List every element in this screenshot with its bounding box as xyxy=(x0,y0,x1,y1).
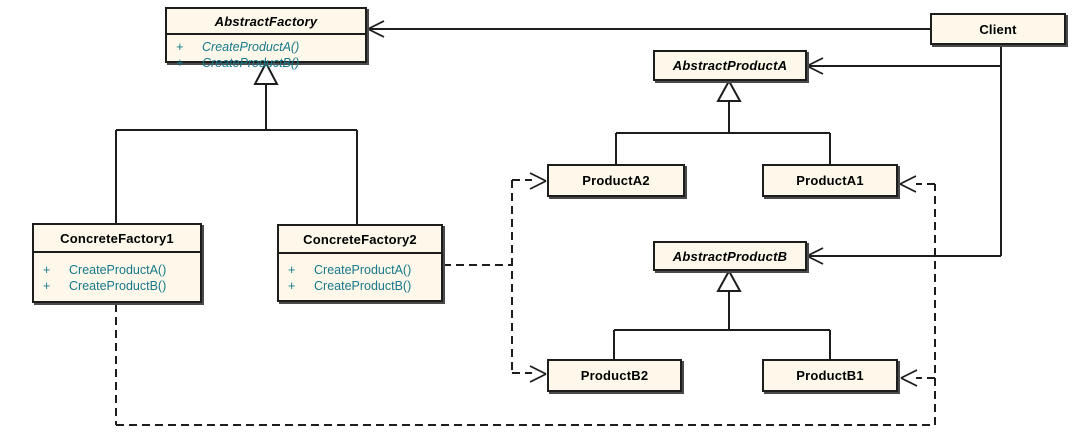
assoc-client-abstractproductb xyxy=(806,247,1001,265)
method-row: + CreateProductA() xyxy=(43,263,192,277)
class-concretefactory2[interactable]: ConcreteFactory2 + CreateProductA() + Cr… xyxy=(277,224,443,302)
open-arrowhead-icon xyxy=(806,57,824,75)
inheritance-triangle-icon xyxy=(253,60,279,85)
class-client[interactable]: Client xyxy=(930,13,1066,45)
dependency-concretefactory2-products xyxy=(443,172,547,383)
inheritance-products-abstractproductb xyxy=(613,268,831,359)
class-title: ProductA2 xyxy=(582,173,650,188)
visibility-symbol: + xyxy=(43,278,51,293)
visibility-symbol: + xyxy=(43,262,51,277)
assoc-client-abstractfactory xyxy=(367,20,930,38)
class-title: ProductB2 xyxy=(580,368,649,383)
methods-compartment: + CreateProductA() + CreateProductB() xyxy=(167,33,365,74)
visibility-symbol: + xyxy=(288,278,296,293)
method-row: + CreateProductB() xyxy=(288,279,433,293)
visibility-symbol: + xyxy=(288,262,296,277)
class-title: AbstractProductB xyxy=(672,248,788,264)
visibility-symbol: + xyxy=(176,56,184,70)
open-arrowhead-icon xyxy=(529,172,547,383)
open-arrowhead-icon xyxy=(367,20,385,38)
method-signature: CreateProductA() xyxy=(314,262,412,277)
method-row: + CreateProductB() xyxy=(176,56,357,70)
class-title: ProductA1 xyxy=(796,173,864,188)
class-title: AbstractFactory xyxy=(214,13,318,29)
method-signature: CreateProductA() xyxy=(69,262,167,277)
class-productb1[interactable]: ProductB1 xyxy=(762,359,898,392)
inheritance-triangle-icon xyxy=(716,268,742,292)
class-productb2[interactable]: ProductB2 xyxy=(547,359,682,392)
class-title: ConcreteFactory1 xyxy=(60,230,174,246)
class-concretefactory1[interactable]: ConcreteFactory1 + CreateProductA() + Cr… xyxy=(32,223,202,303)
open-arrowhead-icon xyxy=(806,247,824,265)
visibility-symbol: + xyxy=(176,40,184,54)
method-signature: CreateProductB() xyxy=(314,278,412,293)
class-abstractproducta[interactable]: AbstractProductA xyxy=(653,50,807,81)
open-arrowhead-icon xyxy=(899,175,918,387)
inheritance-triangle-icon xyxy=(716,78,742,102)
method-signature: CreateProductB() xyxy=(202,56,300,70)
class-abstractfactory[interactable]: AbstractFactory + CreateProductA() + Cre… xyxy=(165,7,367,70)
class-title: AbstractProductA xyxy=(672,58,788,73)
method-signature: CreateProductB() xyxy=(69,278,167,293)
class-abstractproductb[interactable]: AbstractProductB xyxy=(653,241,807,271)
method-signature: CreateProductA() xyxy=(202,40,300,54)
methods-compartment: + CreateProductA() + CreateProductB() xyxy=(279,252,441,300)
assoc-client-abstractproducta xyxy=(806,45,1002,256)
inheritance-products-abstractproducta xyxy=(615,78,831,164)
method-row: + CreateProductB() xyxy=(43,279,192,293)
method-row: + CreateProductA() xyxy=(176,40,357,54)
class-title: ProductB1 xyxy=(796,368,864,383)
class-title: ConcreteFactory2 xyxy=(303,231,417,247)
method-row: + CreateProductA() xyxy=(288,263,433,277)
class-title: Client xyxy=(979,21,1017,37)
inheritance-concretefactories-abstractfactory xyxy=(115,60,358,224)
dependency-concretefactory1-products xyxy=(115,175,936,426)
methods-compartment: + CreateProductA() + CreateProductB() xyxy=(34,251,200,301)
class-producta1[interactable]: ProductA1 xyxy=(762,164,898,197)
class-producta2[interactable]: ProductA2 xyxy=(547,164,685,197)
